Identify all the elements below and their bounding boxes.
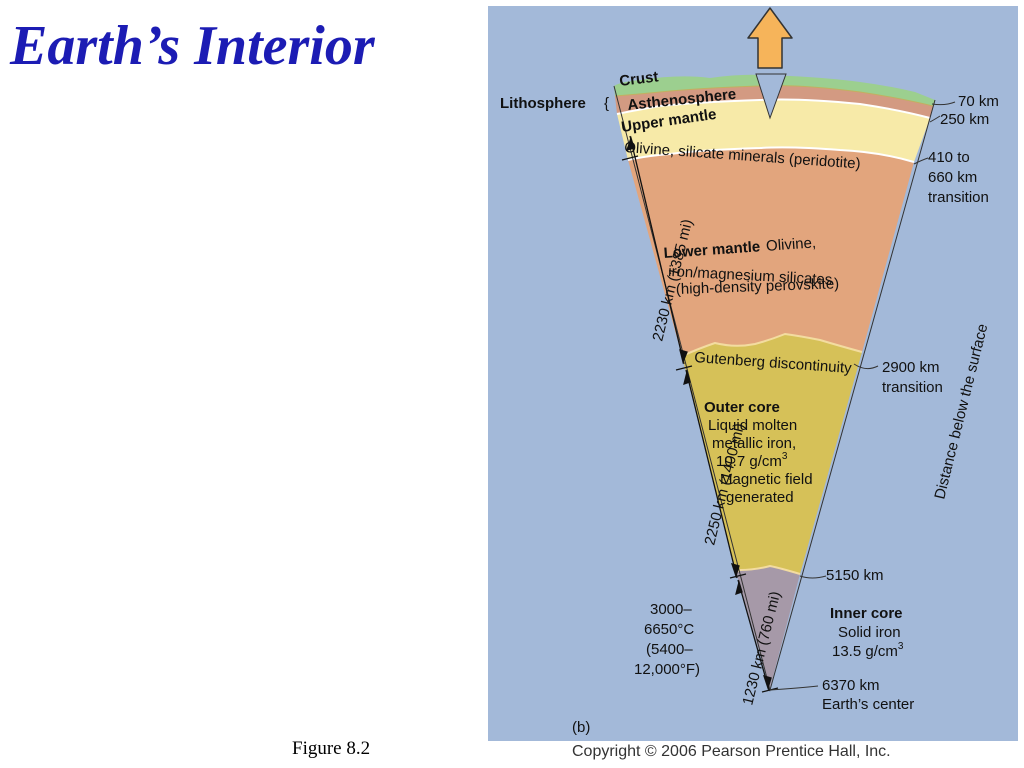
depth-6370-1: 6370 km [822, 677, 880, 694]
temperature-line-1: 3000– [650, 601, 692, 618]
depth-250km: 250 km [940, 111, 989, 128]
label-outer-core-desc1: Liquid molten [708, 417, 797, 434]
panel-label: (b) [572, 719, 590, 736]
depth-2900-1: 2900 km [882, 359, 940, 376]
layer-inner-core [736, 566, 800, 688]
layer-crust [614, 74, 935, 106]
leader-lines [769, 101, 956, 691]
label-lithosphere: Lithosphere [500, 95, 586, 112]
plume-arrow-icon [747, 7, 793, 69]
boundary-transition-zone [627, 146, 915, 163]
layer-upper-mantle [617, 99, 930, 162]
figure-caption: Figure 8.2 [292, 738, 371, 759]
dimension-arrow-mantle [621, 135, 693, 371]
crust-notch [755, 73, 787, 120]
layer-asthenosphere [615, 85, 933, 118]
depth-410-2: 660 km [928, 169, 977, 186]
depth-410-3: transition [928, 189, 989, 206]
label-outer-core-desc4: Magnetic field [720, 471, 813, 488]
depth-5150km: 5150 km [826, 567, 884, 584]
temperature-line-3: (5400– [646, 641, 693, 658]
depth-2900-2: transition [882, 379, 943, 396]
depth-70km: 70 km [958, 93, 999, 110]
copyright-notice: Copyright © 2006 Pearson Prentice Hall, … [572, 743, 891, 760]
label-outer-core-desc2: metallic iron, [712, 435, 796, 452]
layer-outer-core [682, 334, 862, 574]
temperature-line-4: 12,000°F) [634, 661, 700, 678]
dimension-arrow-outer-core [683, 369, 747, 579]
depth-6370-2: Earth’s center [822, 696, 914, 713]
label-outer-core-desc5: generated [726, 489, 794, 506]
depth-410-1: 410 to [928, 149, 970, 166]
label-crust: Crust [618, 68, 659, 90]
label-inner-core-desc2: 13.5 g/cm3 [832, 641, 904, 660]
label-inner-core-desc1: Solid iron [838, 624, 901, 641]
label-inner-core: Inner core [830, 605, 903, 622]
label-lower-mantle-desc3: (high-density perovskite) [676, 275, 840, 298]
lithosphere-brace: { [604, 95, 609, 112]
boundary-upper-mantle [616, 98, 931, 119]
dimension-arrow-inner-core [735, 579, 779, 693]
boundary-inner-core [735, 564, 801, 575]
temperature-line-2: 6650°C [644, 621, 694, 638]
label-outer-core: Outer core [704, 399, 780, 416]
label-outer-core-desc3: 10.7 g/cm3 [716, 451, 788, 470]
layer-lower-mantle [628, 147, 914, 356]
slide-title: Earth’s Interior [10, 15, 375, 77]
boundary-gutenberg [681, 332, 863, 357]
